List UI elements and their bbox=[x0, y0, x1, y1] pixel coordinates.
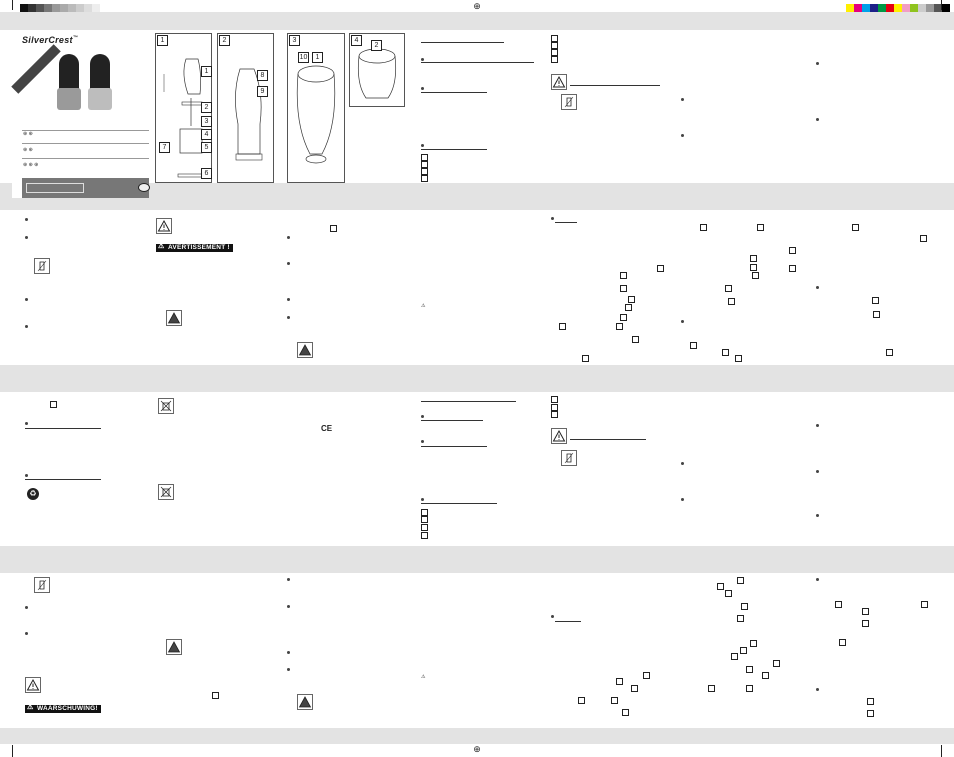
cover-header bbox=[12, 30, 149, 50]
color-swatch bbox=[68, 4, 76, 12]
color-swatch bbox=[76, 4, 84, 12]
figure-panel-1: 1 bbox=[155, 33, 212, 183]
figure-number: 3 bbox=[289, 35, 300, 46]
color-swatch bbox=[878, 4, 886, 12]
color-swatch bbox=[846, 4, 854, 12]
mill-assembled-drawing bbox=[235, 68, 263, 161]
figure-panel-3: 3 bbox=[287, 33, 345, 183]
figure-number: 1 bbox=[157, 35, 168, 46]
warning-triangle-icon bbox=[156, 218, 172, 234]
callout-number: 6 bbox=[201, 168, 212, 179]
color-swatch bbox=[52, 4, 60, 12]
callout-number: 8 bbox=[257, 70, 268, 81]
color-swatch bbox=[60, 4, 68, 12]
color-swatch bbox=[92, 4, 100, 12]
color-swatch bbox=[934, 4, 942, 12]
callout-number: 3 bbox=[201, 116, 212, 127]
warning-triangle-icon: ⚠ bbox=[421, 674, 426, 680]
callout-number: 5 bbox=[201, 142, 212, 153]
pepper-mill-icon bbox=[34, 258, 50, 274]
warning-triangle-icon: ⚠ bbox=[421, 303, 426, 309]
cover-panel: SilverCrest™ ⊕ ⊕ ⊕ ⊕ ⊕ ⊕ ⊕ bbox=[11, 30, 150, 198]
figure-number: 4 bbox=[351, 35, 362, 46]
color-swatch bbox=[902, 4, 910, 12]
warning-label-fr: AVERTISSEMENT ! bbox=[156, 243, 233, 252]
pepper-mill-icon bbox=[561, 94, 577, 110]
callout-number: 7 bbox=[159, 142, 170, 153]
color-swatch bbox=[910, 4, 918, 12]
callout-number: 2 bbox=[371, 40, 382, 51]
warning-triangle-icon bbox=[551, 74, 567, 90]
recycle-icon: ♻ bbox=[27, 488, 39, 500]
color-swatch bbox=[20, 4, 28, 12]
pepper-mill-photo bbox=[55, 54, 83, 114]
brand-logo: SilverCrest™ bbox=[22, 35, 79, 45]
battery-warning-icon bbox=[166, 310, 182, 326]
weee-bin-icon bbox=[158, 484, 174, 500]
page-band bbox=[0, 183, 954, 210]
page-band bbox=[0, 365, 954, 392]
country-oval bbox=[138, 183, 150, 192]
color-swatch bbox=[854, 4, 862, 12]
color-swatch bbox=[36, 4, 44, 12]
language-row: ⊕ ⊕ bbox=[23, 147, 33, 153]
pepper-mill-icon bbox=[561, 450, 577, 466]
callout-number: 1 bbox=[312, 52, 323, 63]
color-swatch bbox=[84, 4, 92, 12]
warning-triangle-icon bbox=[25, 677, 41, 693]
page-band bbox=[0, 728, 954, 744]
color-swatch bbox=[926, 4, 934, 12]
callout-number: 1 bbox=[201, 66, 212, 77]
color-swatch bbox=[886, 4, 894, 12]
language-row: ⊕ ⊕ ⊕ bbox=[23, 162, 39, 168]
color-swatch bbox=[28, 4, 36, 12]
process-color-bar bbox=[846, 4, 950, 12]
warning-triangle-icon bbox=[551, 428, 567, 444]
battery-insert-drawing bbox=[296, 65, 336, 164]
figure-panel-2: 2 bbox=[217, 33, 274, 183]
warning-label-nl: WAARSCHUWING! bbox=[25, 704, 101, 713]
battery-warning-icon bbox=[297, 694, 313, 710]
language-row: ⊕ ⊕ bbox=[23, 131, 33, 137]
color-swatch bbox=[44, 4, 52, 12]
figure-number: 2 bbox=[219, 35, 230, 46]
color-swatch bbox=[870, 4, 878, 12]
page-band bbox=[0, 12, 954, 30]
salt-mill-photo bbox=[86, 54, 114, 114]
color-swatch bbox=[942, 4, 950, 12]
color-swatch bbox=[894, 4, 902, 12]
weee-bin-icon bbox=[158, 398, 174, 414]
ian-bar bbox=[22, 178, 150, 198]
battery-warning-icon bbox=[297, 342, 313, 358]
ce-mark: CE bbox=[321, 424, 333, 433]
battery-warning-icon bbox=[166, 639, 182, 655]
grayscale-color-bar bbox=[20, 4, 100, 12]
cover-photo-area bbox=[11, 44, 149, 129]
crosshair-icon: ⊕ bbox=[473, 1, 481, 11]
color-swatch bbox=[918, 4, 926, 12]
diagonal-badge bbox=[11, 44, 61, 94]
page-band bbox=[0, 546, 954, 573]
pepper-mill-icon bbox=[34, 577, 50, 593]
crosshair-icon: ⊕ bbox=[473, 744, 481, 754]
color-swatch bbox=[862, 4, 870, 12]
callout-number: 10 bbox=[298, 52, 309, 63]
callout-number: 9 bbox=[257, 86, 268, 97]
callout-number: 4 bbox=[201, 129, 212, 140]
mill-disassembly-drawing bbox=[163, 58, 207, 178]
callout-number: 2 bbox=[201, 102, 212, 113]
